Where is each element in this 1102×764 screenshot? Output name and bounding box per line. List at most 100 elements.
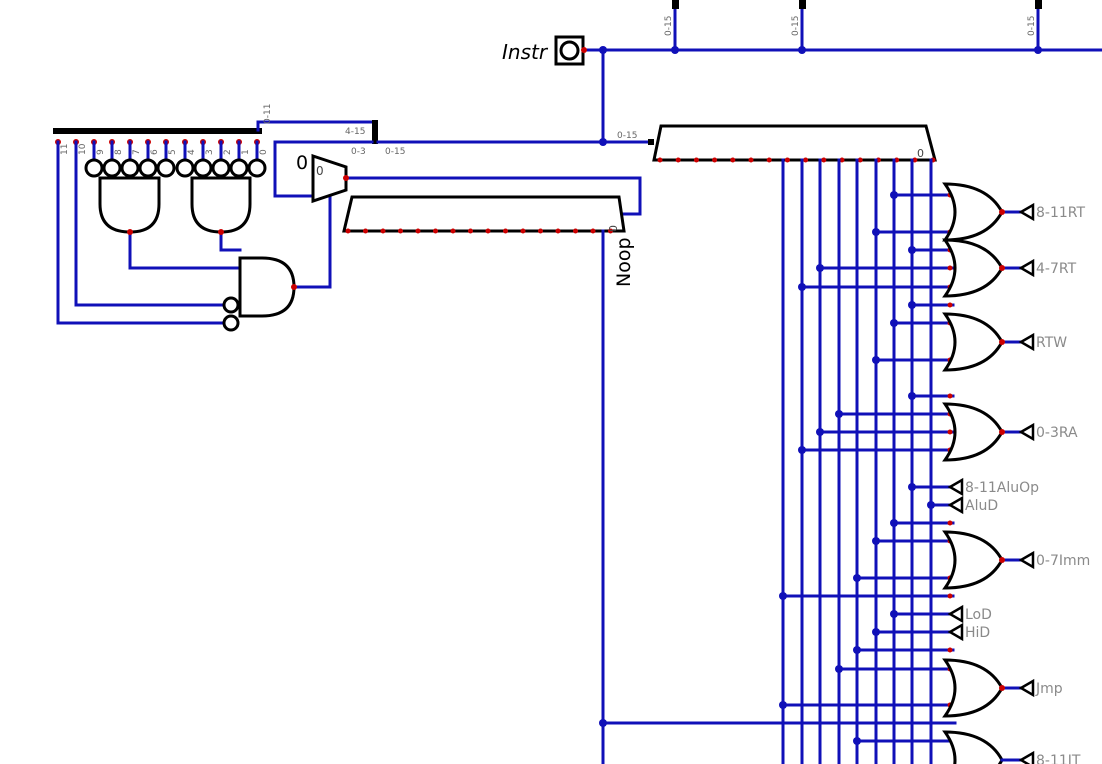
output-label-8-11RT: 8-11RT [1036, 205, 1085, 221]
output-pin-LoD[interactable] [947, 604, 964, 624]
rom-pin [748, 157, 754, 163]
output-label-AluD: AluD [965, 498, 998, 514]
decoder-zero-label: 0 [607, 225, 620, 232]
multiplexer[interactable] [311, 153, 642, 216]
inverter-bubbles [84, 158, 267, 178]
bit-label: 9 [96, 149, 106, 155]
opcode-decoder-block[interactable] [652, 124, 937, 162]
output-pin-0-7Imm[interactable] [1018, 550, 1035, 570]
instruction-bus [601, 0, 1102, 144]
output-pin-8-11JT[interactable] [1018, 750, 1035, 764]
decoder-pin [433, 228, 438, 234]
output-label-8-11AluOp: 8-11AluOp [965, 480, 1039, 496]
or-gate[interactable] [942, 658, 1004, 718]
rom-zero-label: 0 [917, 147, 924, 160]
output-label-Jmp: Jmp [1035, 681, 1063, 697]
or-gate[interactable] [942, 730, 1004, 764]
output-label-0-3RA: 0-3RA [1036, 425, 1078, 441]
bit-label: 3 [205, 149, 215, 155]
rom-pin [784, 157, 790, 163]
output-label-0-7Imm: 0-7Imm [1036, 553, 1090, 569]
rom-pin [803, 157, 809, 163]
or-gate[interactable] [942, 238, 1004, 298]
noop-wire [599, 229, 957, 764]
output-pin-4-7RT[interactable] [1018, 258, 1035, 278]
decoder-pin [555, 228, 561, 234]
rom-pin [839, 157, 845, 163]
bit-label: 4 [187, 149, 197, 155]
output-pin-Jmp[interactable] [1018, 678, 1035, 698]
decoder-pin [415, 228, 421, 234]
output-label-8-11JT: 8-11JT [1036, 753, 1081, 764]
output-label-HiD: HiD [965, 625, 990, 641]
and-gate-upper-right[interactable] [190, 176, 252, 252]
decoder-pin [468, 228, 473, 234]
decoder-pin [398, 228, 403, 234]
instr-input-pin[interactable] [554, 35, 607, 66]
bit-splitter-left[interactable] [53, 120, 374, 134]
decoder-pin [363, 228, 368, 234]
output-label-4-7RT: 4-7RT [1036, 261, 1077, 277]
or-gates [942, 182, 1022, 764]
mux-input-label: 0 [316, 164, 324, 178]
decoder-output-lines [781, 158, 933, 764]
output-pin-AluD[interactable] [947, 495, 964, 515]
output-pin-RTW[interactable] [1018, 332, 1035, 352]
output-pin-0-3RA[interactable] [1018, 422, 1035, 442]
output-label-RTW: RTW [1036, 335, 1067, 351]
output-pin-8-11AluOp[interactable] [947, 477, 964, 497]
opcode-splitter[interactable] [601, 139, 654, 145]
and-gate-combine[interactable] [222, 193, 332, 332]
instr-label: Instr [502, 40, 549, 64]
decoder-pin [485, 228, 491, 234]
or-gate[interactable] [942, 312, 1004, 372]
decoder-pin [573, 228, 578, 234]
decoder-pin [608, 228, 613, 234]
tunnel-label-1: 0-15 [664, 16, 674, 36]
or-gate[interactable] [942, 182, 1004, 242]
decoder-pin [380, 228, 386, 234]
noop-label: Noop [613, 237, 635, 287]
rom-pin [730, 157, 736, 163]
bit-label: 1 [241, 149, 251, 155]
decoder-pin [520, 228, 526, 234]
rom-pin [821, 157, 827, 163]
tunnel-label-2: 0-15 [791, 16, 801, 36]
bit-label: 7 [132, 149, 142, 155]
opcode-splitter-left-label: 0-15 [617, 131, 637, 141]
bit-label: 11 [60, 144, 70, 155]
splitter-mid-lower-left-label: 0-3 [351, 147, 366, 157]
output-label-LoD: LoD [965, 607, 992, 623]
constant-zero: 0 [296, 152, 308, 174]
decoder-pin [503, 228, 508, 234]
and-gate-upper-left[interactable] [98, 176, 242, 270]
output-pin-8-11RT[interactable] [1018, 202, 1035, 222]
or-gate[interactable] [942, 530, 1004, 590]
splitter-left-top-label: 0-11 [263, 104, 273, 124]
decoder-pin [590, 228, 596, 234]
or-gate[interactable] [942, 402, 1004, 462]
rom-pin [693, 157, 699, 163]
rom-pin [912, 157, 918, 163]
splitter-mid-lower-right-label: 0-15 [385, 147, 405, 157]
bit-label: 6 [150, 149, 160, 155]
decoder-pins [345, 228, 613, 234]
rom-pin [657, 157, 663, 163]
decoder-pin [538, 228, 543, 234]
bit-label: 5 [168, 149, 178, 155]
bit-label: 10 [78, 143, 88, 155]
splitter-mid[interactable] [273, 120, 607, 198]
rom-pin [766, 157, 772, 163]
decoder-pin [345, 228, 351, 234]
decoder-block[interactable] [342, 195, 626, 233]
output-pin-HiD[interactable] [947, 622, 964, 642]
rom-pin [712, 157, 718, 163]
tunnel-label-3: 0-15 [1027, 16, 1037, 36]
rom-pin [857, 157, 863, 163]
bit-wires [56, 140, 259, 325]
bit-label: 8 [114, 149, 124, 155]
splitter-mid-upper-label: 4-15 [345, 127, 365, 137]
